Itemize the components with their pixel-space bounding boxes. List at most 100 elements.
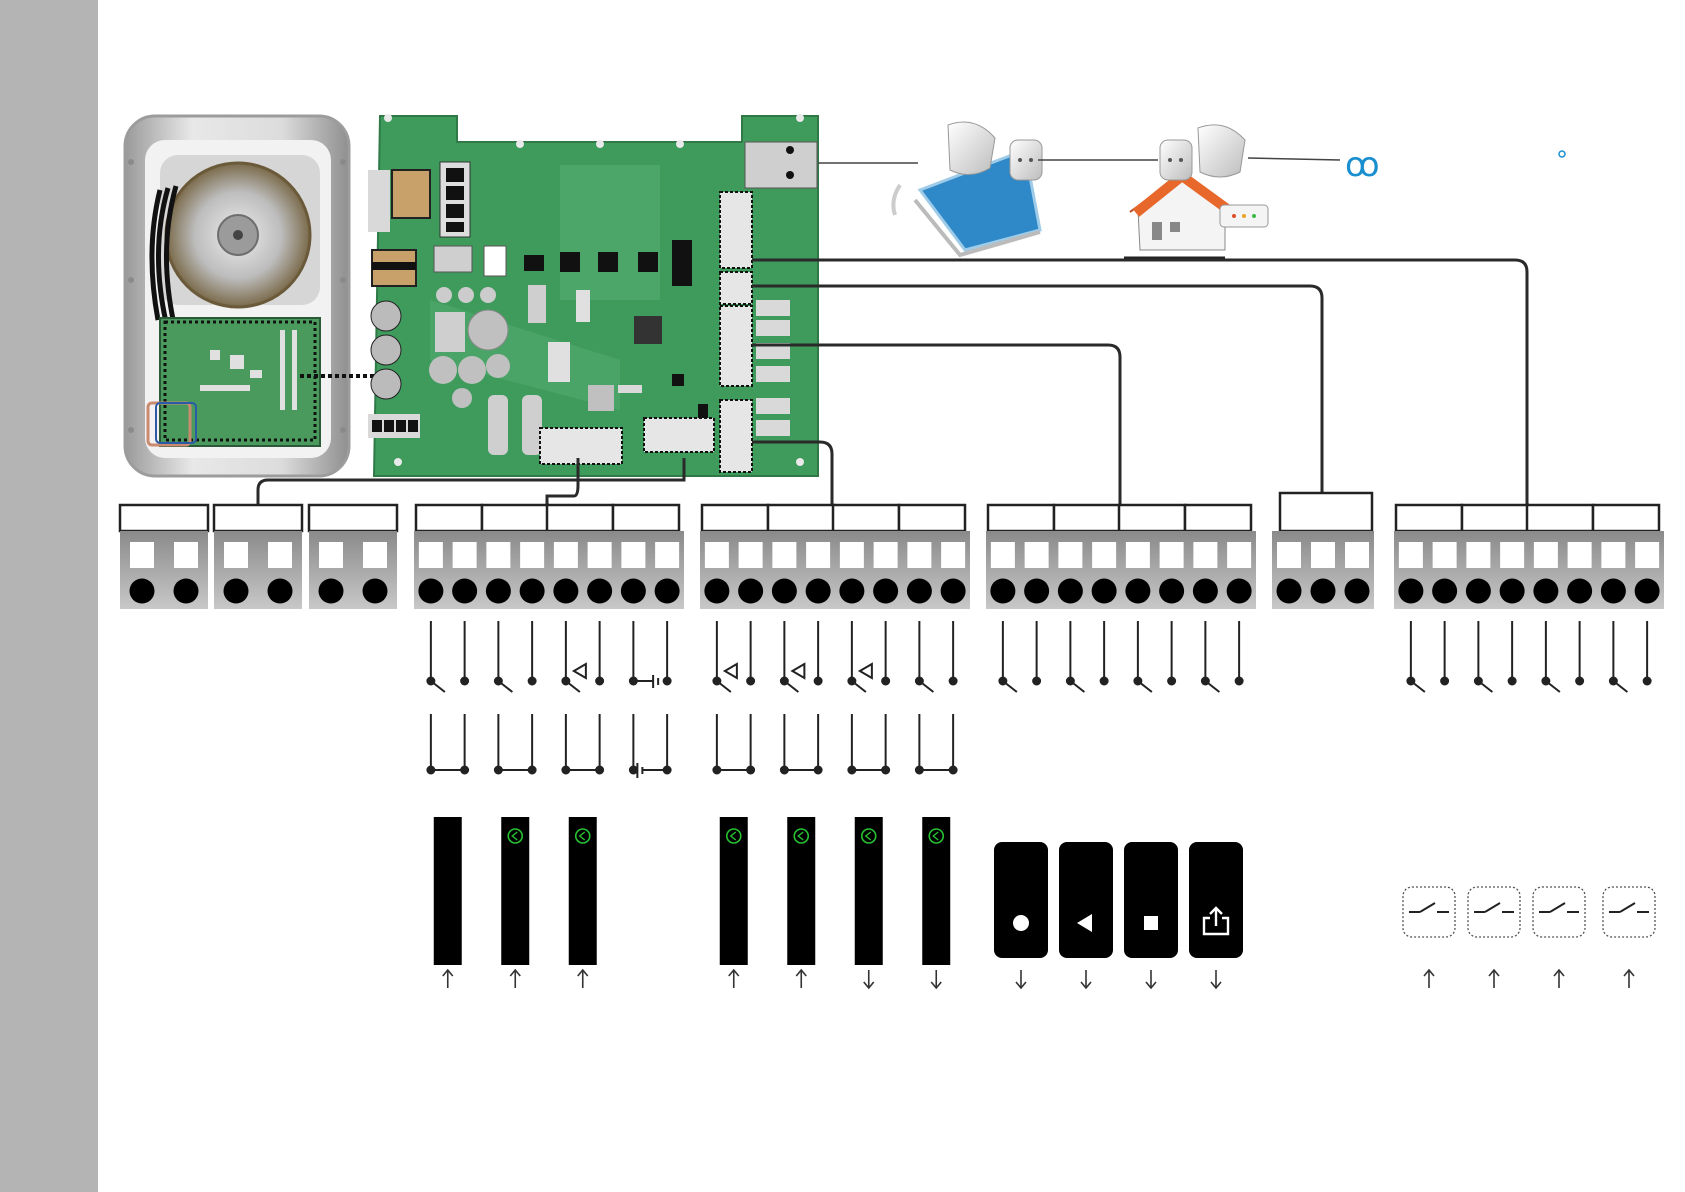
- relay-switch-icon: [1409, 903, 1449, 912]
- terminal-wire-hole: [1345, 579, 1370, 604]
- arrow-down-icon: [864, 970, 874, 988]
- ethernet-port: [745, 142, 817, 188]
- arrow-up-icon: [1424, 970, 1434, 988]
- terminal-wire-hole: [738, 579, 763, 604]
- terminal-screw-window: [1058, 542, 1082, 568]
- terminal-screw-window: [363, 542, 387, 568]
- terminal-cover: [1593, 505, 1659, 531]
- terminal-block-tb8: [1394, 505, 1664, 609]
- keypad-button-body: [1124, 842, 1178, 958]
- terminal-screw-window: [1466, 542, 1490, 568]
- terminal-wire-hole: [486, 579, 511, 604]
- relay-output: [1468, 887, 1520, 937]
- photocell-post: [922, 817, 950, 965]
- relay-switch-icon: [1609, 903, 1649, 912]
- relay-switch-icon: [1474, 903, 1514, 912]
- terminal-cover: [702, 505, 768, 531]
- closed-contact-icon: [781, 714, 822, 774]
- terminal-wire-hole: [772, 579, 797, 604]
- contact-symbols: [427, 621, 1650, 778]
- terminal-wire-hole: [224, 579, 249, 604]
- terminal-screw-window: [806, 542, 830, 568]
- terminal-screw-window: [1500, 542, 1524, 568]
- field-devices: [434, 817, 1655, 988]
- terminal-wire-hole: [319, 579, 344, 604]
- terminal-wire-hole: [873, 579, 898, 604]
- arrow-down-icon: [931, 970, 941, 988]
- terminal-screw-window: [1092, 542, 1116, 568]
- terminal-cover: [1054, 505, 1120, 531]
- keypad-button-body: [1059, 842, 1113, 958]
- terminal-screw-window: [1534, 542, 1558, 568]
- terminal-cover: [1185, 505, 1251, 531]
- keypad-button: [1124, 842, 1178, 958]
- terminal-wire-hole: [268, 579, 293, 604]
- internet-link: [1248, 158, 1340, 160]
- arrow-down-icon: [1211, 970, 1221, 988]
- terminal-cover: [120, 505, 208, 531]
- terminal-screw-window: [268, 542, 292, 568]
- terminal-cover: [899, 505, 965, 531]
- keypad-button: [994, 842, 1048, 958]
- switch-contact-icon: [916, 621, 957, 692]
- terminal-block-tb7: [1272, 493, 1374, 609]
- terminal-screw-window: [486, 542, 510, 568]
- photocell-post: [501, 817, 529, 965]
- terminal-screw-window: [520, 542, 544, 568]
- arrow-down-icon: [1016, 970, 1026, 988]
- arrow-up-icon: [510, 970, 520, 988]
- keypad-button-body: [1189, 842, 1243, 958]
- terminal-wire-hole: [174, 579, 199, 604]
- closed-contact-icon: [427, 714, 468, 774]
- terminal-wire-hole: [704, 579, 729, 604]
- terminal-cover: [214, 505, 302, 531]
- photocell-post: [569, 817, 597, 965]
- terminal-screw-window: [554, 542, 578, 568]
- terminal-wire-hole: [621, 579, 646, 604]
- terminal-screw-window: [621, 542, 645, 568]
- terminal-wire-hole: [1277, 579, 1302, 604]
- sensor-contact-icon: [562, 621, 603, 692]
- terminal-wire-hole: [1024, 579, 1049, 604]
- switch-contact-icon: [1407, 621, 1448, 692]
- terminal-screw-window: [1277, 542, 1301, 568]
- sensor-contact-icon: [781, 621, 822, 692]
- arrow-down-icon: [1081, 970, 1091, 988]
- arrow-up-icon: [796, 970, 806, 988]
- photocell-post: [787, 817, 815, 965]
- terminal-wire-hole: [907, 579, 932, 604]
- photocell-post: [434, 817, 462, 965]
- terminal-wire-hole: [1193, 579, 1218, 604]
- terminal-screw-window: [941, 542, 965, 568]
- terminal-screw-window: [419, 542, 443, 568]
- terminal-wire-hole: [1092, 579, 1117, 604]
- terminal-block-tb1: [120, 505, 208, 609]
- terminal-wire-hole: [587, 579, 612, 604]
- terminal-wire-hole: [363, 579, 388, 604]
- terminal-cover: [1119, 505, 1185, 531]
- terminal-screw-window: [907, 542, 931, 568]
- terminal-wire-hole: [1058, 579, 1083, 604]
- closed-contact-icon: [713, 714, 754, 774]
- relay-output: [1533, 887, 1585, 937]
- terminal-block-tb6: [986, 505, 1256, 609]
- terminal-cover: [1462, 505, 1528, 531]
- arrow-up-icon: [729, 970, 739, 988]
- terminal-wire-hole: [520, 579, 545, 604]
- terminal-screw-window: [1568, 542, 1592, 568]
- small-circle-icon: [1559, 151, 1565, 157]
- terminal-screw-window: [319, 542, 343, 568]
- terminal-screw-window: [453, 542, 477, 568]
- terminal-screw-window: [772, 542, 796, 568]
- terminal-screw-window: [705, 542, 729, 568]
- terminal-wire-hole: [1567, 579, 1592, 604]
- photocell-post-body: [434, 817, 462, 965]
- terminal-wire-hole: [1432, 579, 1457, 604]
- switch-contact-icon: [1475, 621, 1516, 692]
- terminal-screw-window: [130, 542, 154, 568]
- battery-contact-icon: [630, 621, 671, 688]
- terminal-block-tb3: [309, 505, 397, 609]
- battery-closed-contact-icon: [630, 714, 671, 778]
- switch-contact-icon: [1202, 621, 1243, 692]
- stop-square-icon: [1144, 916, 1158, 930]
